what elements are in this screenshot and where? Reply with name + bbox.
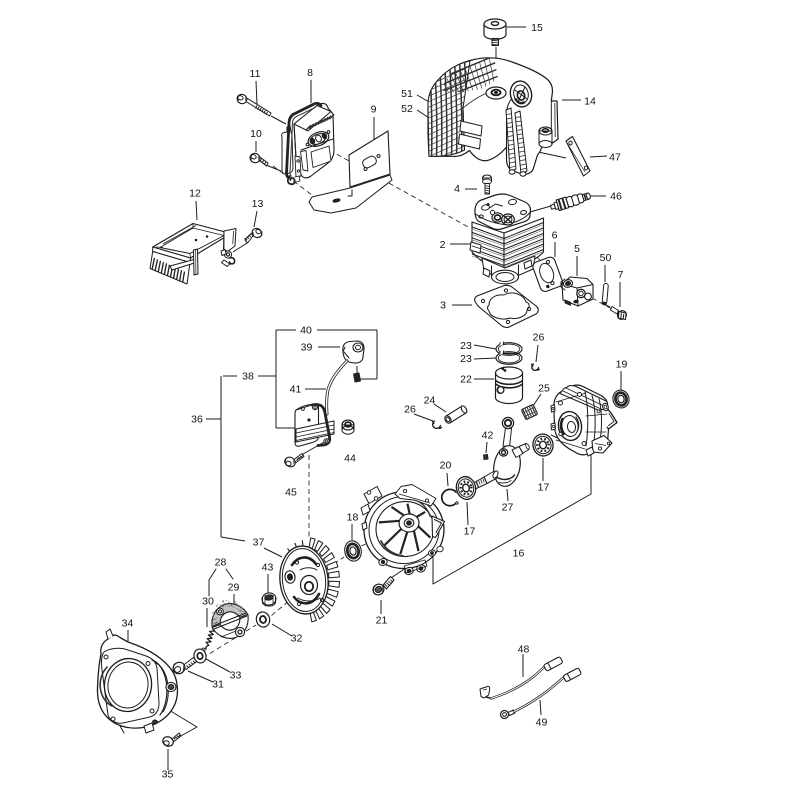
svg-text:25: 25 (538, 383, 550, 395)
svg-text:26: 26 (533, 332, 545, 344)
svg-text:13: 13 (252, 198, 264, 210)
svg-text:6: 6 (552, 230, 558, 242)
svg-text:42: 42 (482, 430, 494, 442)
svg-text:5: 5 (574, 243, 580, 255)
svg-text:51: 51 (401, 88, 413, 100)
svg-text:22: 22 (460, 374, 472, 386)
svg-text:32: 32 (291, 633, 303, 645)
svg-text:48: 48 (518, 644, 530, 656)
svg-text:14: 14 (584, 96, 596, 108)
svg-text:27: 27 (502, 502, 514, 514)
svg-text:26: 26 (404, 404, 416, 416)
svg-text:40: 40 (300, 325, 312, 337)
svg-text:52: 52 (401, 103, 413, 115)
svg-text:39: 39 (301, 342, 313, 354)
svg-text:30: 30 (202, 596, 214, 608)
svg-text:47: 47 (609, 152, 621, 164)
svg-text:46: 46 (610, 191, 622, 203)
svg-text:33: 33 (230, 670, 242, 682)
svg-text:37: 37 (253, 537, 265, 549)
svg-text:34: 34 (122, 618, 134, 630)
svg-text:12: 12 (189, 188, 201, 200)
svg-text:44: 44 (344, 453, 356, 465)
svg-text:23: 23 (460, 353, 472, 365)
svg-text:15: 15 (531, 22, 543, 34)
svg-text:35: 35 (162, 769, 174, 781)
svg-text:11: 11 (250, 68, 261, 80)
svg-text:36: 36 (191, 414, 203, 426)
svg-text:21: 21 (376, 615, 388, 627)
svg-text:9: 9 (371, 104, 377, 116)
svg-text:41: 41 (290, 384, 302, 396)
svg-text:45: 45 (285, 487, 297, 499)
svg-text:2: 2 (440, 239, 446, 251)
svg-text:18: 18 (347, 512, 359, 524)
svg-text:17: 17 (538, 482, 550, 494)
svg-text:23: 23 (460, 340, 472, 352)
svg-text:3: 3 (440, 300, 446, 312)
svg-text:17: 17 (464, 526, 476, 538)
svg-text:29: 29 (228, 582, 240, 594)
svg-text:10: 10 (250, 128, 262, 140)
svg-text:38: 38 (242, 371, 254, 383)
svg-text:4: 4 (454, 183, 460, 195)
svg-text:7: 7 (618, 269, 624, 281)
svg-text:50: 50 (600, 252, 612, 264)
svg-text:8: 8 (307, 67, 313, 79)
svg-text:16: 16 (513, 548, 525, 560)
svg-text:43: 43 (262, 562, 274, 574)
svg-text:28: 28 (215, 557, 227, 569)
svg-text:24: 24 (424, 395, 436, 407)
svg-text:31: 31 (212, 679, 224, 691)
svg-text:19: 19 (616, 359, 628, 371)
svg-text:20: 20 (440, 460, 452, 472)
svg-text:49: 49 (536, 717, 548, 729)
